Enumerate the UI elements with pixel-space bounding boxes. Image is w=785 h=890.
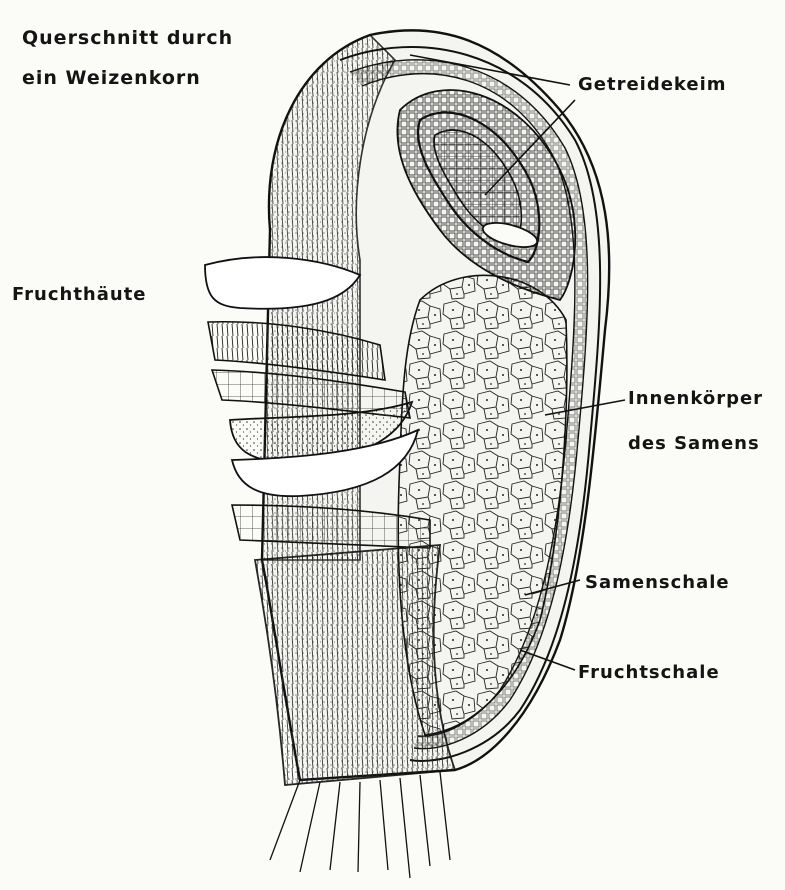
grain-base [255, 545, 455, 878]
label-innenkoerper: Innenkörper [628, 388, 763, 409]
label-fruchtschale: Fruchtschale [578, 662, 720, 683]
label-getreidekeim: Getreidekeim [578, 74, 727, 95]
label-fruchthaeute: Fruchthäute [12, 284, 147, 305]
label-samenschale: Samenschale [585, 572, 730, 593]
label-des-samens: des Samens [628, 433, 760, 454]
